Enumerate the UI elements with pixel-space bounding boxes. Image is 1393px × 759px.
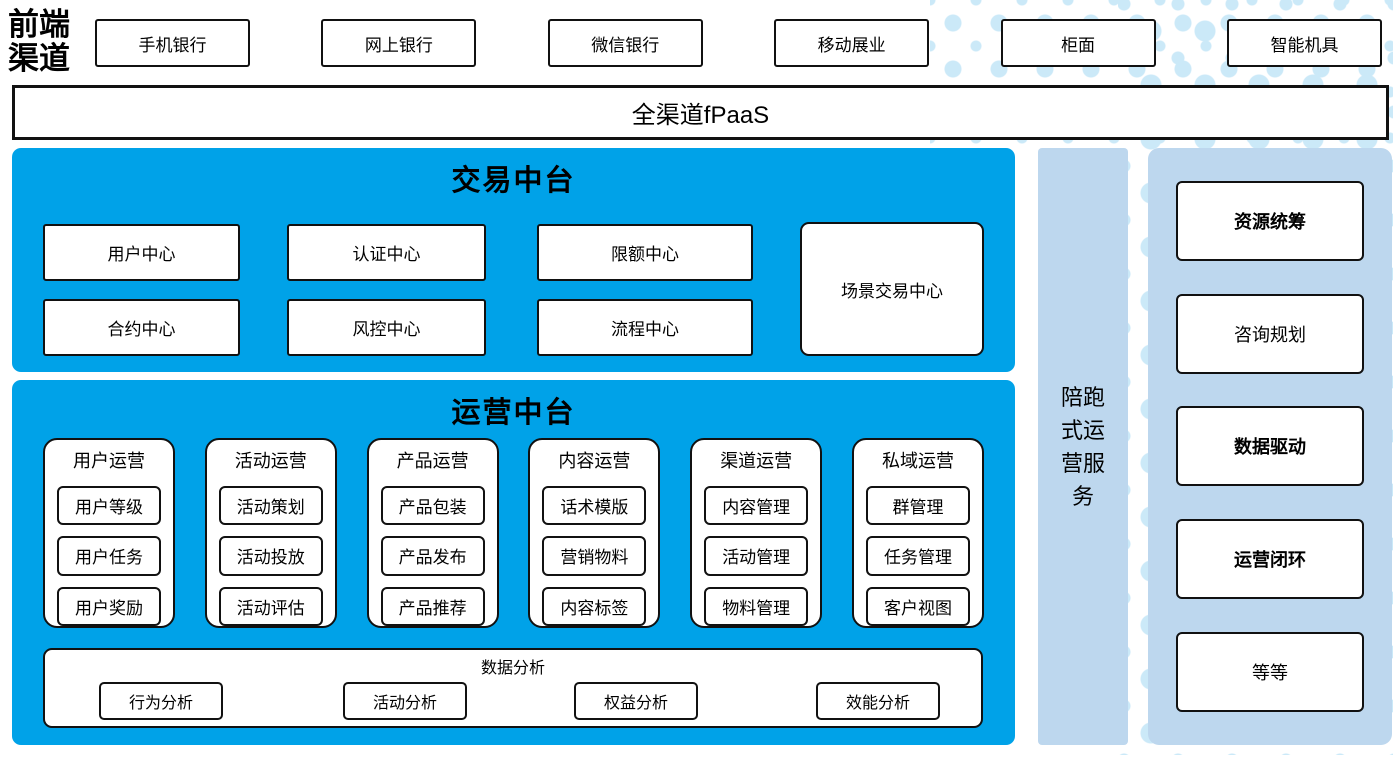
column-header: 私域运营 [881, 450, 954, 471]
sub-box: 用户等级 [57, 485, 161, 526]
fpaas-bar: 全渠道fPaaS [12, 85, 1389, 140]
column-header: 活动运营 [234, 450, 307, 471]
sub-box: 活动投放 [218, 536, 323, 576]
companion-operation-service-bar: 陪跑式运营服务 [1038, 148, 1128, 745]
contract-center-box: 合约中心 [43, 299, 240, 356]
operation-platform-title: 运营中台 [451, 397, 576, 429]
sub-box: 活动评估 [218, 586, 323, 627]
column-header: 内容运营 [558, 450, 631, 471]
resource-coordination-box: 资源统筹 [1176, 180, 1364, 261]
channel-box-mobile-outreach: 移动展业 [774, 19, 930, 67]
limit-center-box: 限额中心 [537, 224, 753, 281]
transaction-platform-section: 交易中台 用户中心 认证中心 限额中心 合约中心 风控中心 流程中心 场景交易中… [12, 148, 1015, 372]
data-driven-box: 数据驱动 [1176, 406, 1364, 487]
auth-center-box: 认证中心 [287, 224, 486, 281]
sub-box: 用户奖励 [57, 586, 161, 627]
column-content-operation: 内容运营 话术模版 营销物料 内容标签 [528, 438, 661, 628]
sub-box: 物料管理 [704, 586, 809, 627]
etc-box: 等等 [1176, 632, 1364, 713]
sub-box: 群管理 [865, 485, 970, 526]
column-header: 渠道运营 [720, 450, 793, 471]
column-header: 产品运营 [396, 450, 469, 471]
channel-box-online-banking: 网上银行 [321, 19, 477, 67]
sub-box: 内容管理 [704, 485, 809, 526]
behavior-analysis-box: 行为分析 [99, 682, 223, 720]
sub-box: 产品包装 [380, 485, 485, 526]
sub-box: 用户任务 [57, 536, 161, 576]
efficiency-analysis-box: 效能分析 [816, 682, 940, 720]
transaction-platform-title: 交易中台 [451, 165, 576, 197]
activity-analysis-box: 活动分析 [343, 682, 467, 720]
data-analysis-title: 数据分析 [480, 660, 545, 677]
scenario-transaction-center-box: 场景交易中心 [800, 222, 984, 356]
column-product-operation: 产品运营 产品包装 产品发布 产品推荐 [366, 438, 499, 628]
channel-box-mobile-banking: 手机银行 [95, 19, 250, 67]
data-analysis-container: 数据分析 行为分析 活动分析 权益分析 效能分析 [43, 648, 983, 728]
service-panel: 资源统筹 咨询规划 数据驱动 运营闭环 等等 [1148, 148, 1392, 745]
channel-box-wechat-banking: 微信银行 [547, 19, 703, 67]
column-activity-operation: 活动运营 活动策划 活动投放 活动评估 [204, 438, 337, 628]
column-header: 用户运营 [73, 450, 145, 471]
sub-box: 客户视图 [865, 586, 970, 627]
column-private-domain-operation: 私域运营 群管理 任务管理 客户视图 [851, 438, 984, 628]
sub-box: 话术模版 [542, 485, 647, 526]
sub-box: 产品发布 [380, 536, 485, 576]
process-center-box: 流程中心 [537, 299, 753, 356]
companion-service-label: 陪跑式运营服务 [1060, 384, 1105, 509]
sub-box: 任务管理 [865, 536, 970, 576]
operation-platform-section: 运营中台 用户运营 用户等级 用户任务 用户奖励 活动运营 活动策划 活动投放 … [12, 380, 1015, 745]
front-channel-row: 手机银行 网上银行 微信银行 移动展业 柜面 智能机具 [95, 19, 1382, 67]
sub-box: 产品推荐 [380, 586, 485, 627]
column-channel-operation: 渠道运营 内容管理 活动管理 物料管理 [690, 438, 823, 628]
channel-box-smart-machines: 智能机具 [1226, 19, 1382, 67]
sub-box: 内容标签 [542, 586, 647, 627]
channel-box-counter: 柜面 [1000, 19, 1156, 67]
sub-box: 活动策划 [218, 485, 323, 526]
risk-center-box: 风控中心 [287, 299, 486, 356]
column-user-operation: 用户运营 用户等级 用户任务 用户奖励 [43, 438, 175, 628]
consulting-planning-box: 咨询规划 [1176, 293, 1364, 374]
user-center-box: 用户中心 [43, 224, 240, 281]
operation-columns: 用户运营 用户等级 用户任务 用户奖励 活动运营 活动策划 活动投放 活动评估 … [43, 438, 984, 628]
sub-box: 营销物料 [542, 536, 647, 576]
operation-closed-loop-box: 运营闭环 [1176, 519, 1364, 600]
sub-box: 活动管理 [704, 536, 809, 576]
front-channel-label: 前端渠道 [8, 7, 70, 78]
equity-analysis-box: 权益分析 [574, 682, 698, 720]
